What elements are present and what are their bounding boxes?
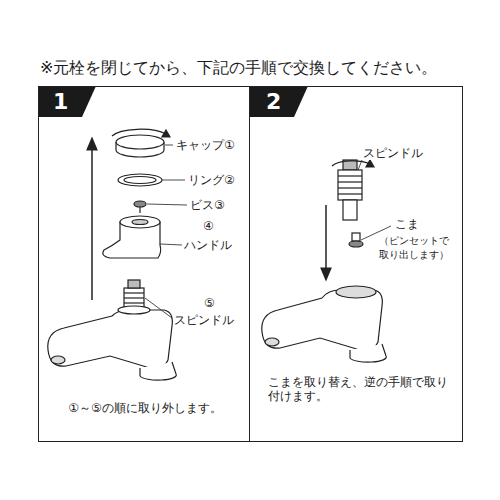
panel-two-parts xyxy=(262,160,387,362)
part-label: リング② xyxy=(187,173,236,187)
part-label: キャップ① xyxy=(175,138,236,152)
step-number: 1 xyxy=(53,89,68,115)
callout-number: ⑤ xyxy=(203,296,216,310)
part-label: こま xyxy=(394,217,420,231)
page-title: ※元栓を閉じてから、下記の手順で交換してください。 xyxy=(40,58,437,77)
step-instruction: こまを取り替え、逆の手順で取り付けます。 xyxy=(268,375,452,404)
step-tab xyxy=(250,86,308,117)
step-panel: 2 こまを取り替え、逆の手順で取り付けます。 xyxy=(249,86,463,442)
step-tab xyxy=(38,86,96,117)
leader-lines xyxy=(145,145,391,318)
step-instruction: ①～⑤の順に取り外します。 xyxy=(39,401,251,415)
part-label: スピンドル xyxy=(173,313,235,327)
part-label: スピンドル xyxy=(362,146,424,160)
callout-number: ④ xyxy=(202,219,215,233)
note-text: （ピンセットで 取り出します） xyxy=(378,234,456,262)
part-label: ハンドル xyxy=(183,238,233,252)
part-label: ビス③ xyxy=(189,198,226,212)
panel-one-parts xyxy=(48,129,177,380)
step-number: 2 xyxy=(266,89,281,115)
